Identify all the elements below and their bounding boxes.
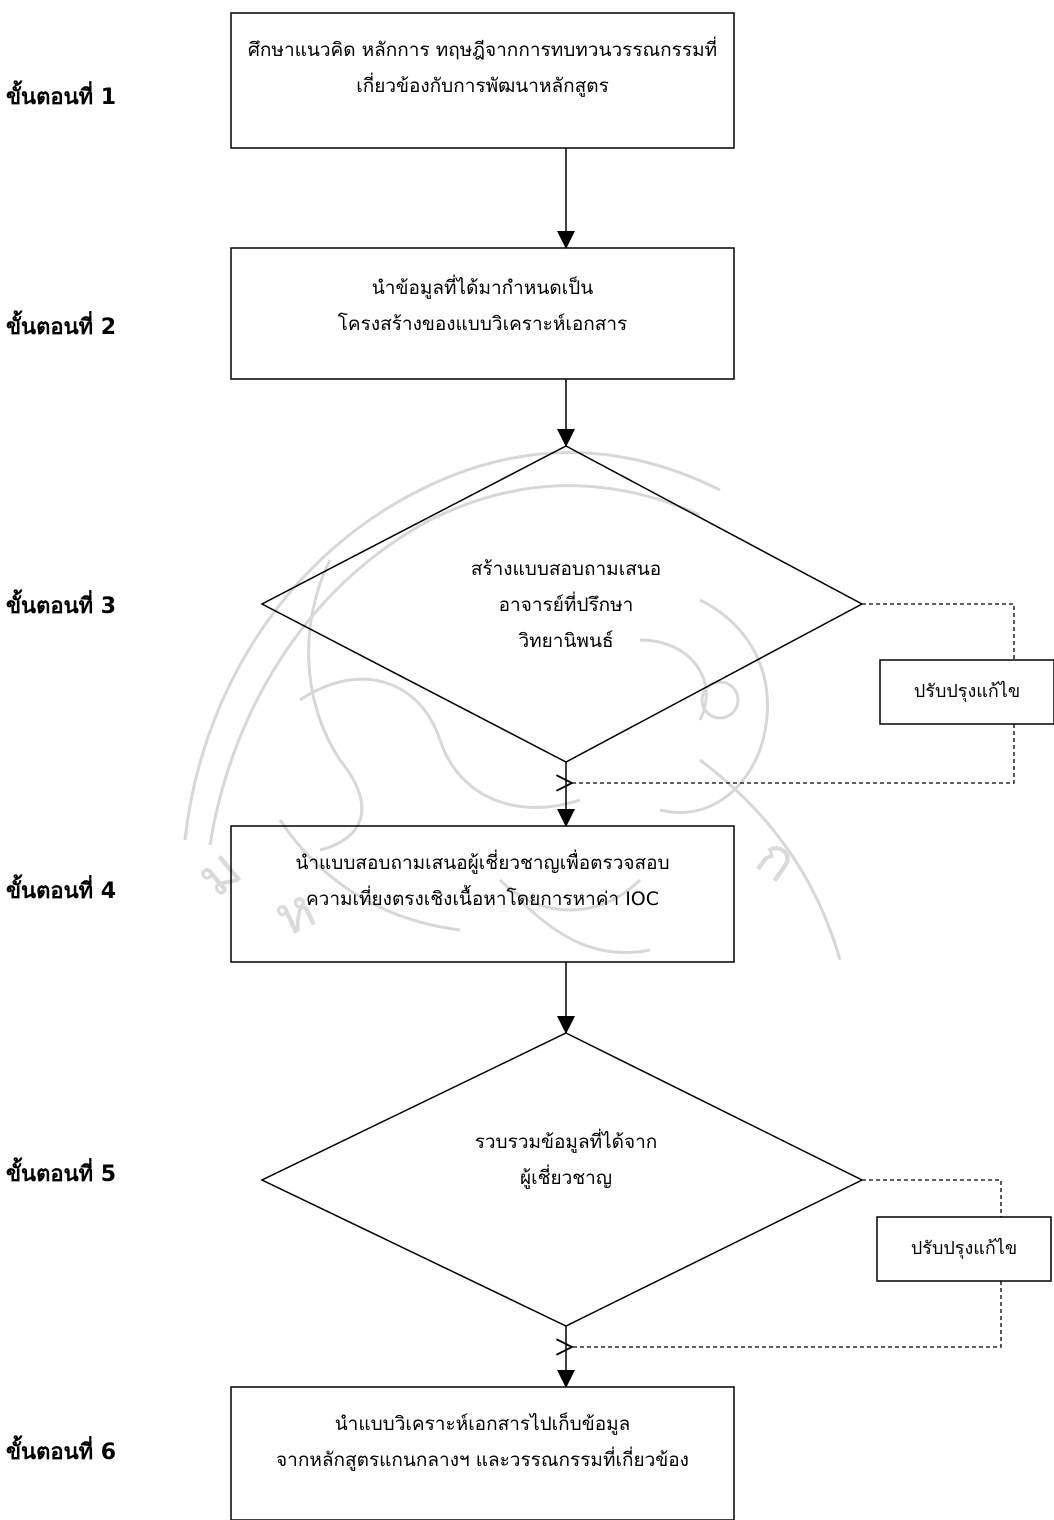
step-4-line-2: ความเที่ยงตรงเชิงเนื้อหาโดยการหาค่า IOC (305, 888, 660, 910)
feedback-loop-1-top (862, 603, 1015, 660)
step-6-line-2: จากหลักสูตรแกนกลางฯ และวรรณกรรมที่เกี่ยว… (276, 1449, 689, 1471)
step-1-line-2: เกี่ยวข้องกับการพัฒนาหลักสูตร (356, 75, 609, 97)
step-3-line-2: อาจารย์ที่ปรึกษา (498, 594, 634, 616)
step-5-line-2: ผู้เชี่ยวชาญ (519, 1167, 613, 1189)
step-2-label: ขั้นตอนที่ 2 (6, 315, 117, 340)
step-3-line-3: วิทยานิพนธ์ (518, 630, 614, 652)
feedback-loop-1-bottom (572, 724, 1015, 783)
revise-2-text: ปรับปรุงแก้ไข (910, 1238, 1018, 1259)
step-3-line-1: สร้างแบบสอบถามเสนอ (470, 558, 662, 580)
step-4-box (230, 825, 735, 963)
step-1-box (230, 12, 735, 149)
step-1-text: ศึกษาแนวคิด หลักการ ทฤษฎีจากการทบทวนวรรณ… (231, 13, 734, 123)
revise-box-1 (879, 659, 1054, 725)
step-4-line-1: นำแบบสอบถามเสนอผู้เชี่ยวชาญเพื่อตรวจสอบ (295, 852, 670, 874)
step-2-line-2: โครงสร้างของแบบวิเคราะห์เอกสาร (337, 312, 628, 335)
step-6-line-1: นำแบบวิเคราะห์เอกสารไปเก็บข้อมูล (334, 1413, 631, 1435)
step-4-label: ขั้นตอนที่ 4 (6, 879, 117, 904)
feedback-loop-2-bottom (572, 1281, 1002, 1347)
step-2-line-1: นำข้อมูลที่ได้มากำหนดเป็น (371, 276, 594, 299)
revise-1-text: ปรับปรุงแก้ไข (913, 681, 1021, 702)
step-2-text: นำข้อมูลที่ได้มากำหนดเป็น โครงสร้างของแบ… (231, 248, 734, 363)
step-6-box (230, 1386, 735, 1520)
feedback-loop-2-top (862, 1179, 1002, 1217)
revise-box-2 (876, 1216, 1052, 1282)
step-5-label: ขั้นตอนที่ 5 (6, 1162, 117, 1187)
step-6-text: นำแบบวิเคราะห์เอกสารไปเก็บข้อมูล จากหลัก… (231, 1387, 734, 1497)
step-5-line-1: รวบรวมข้อมูลที่ได้จาก (474, 1131, 658, 1153)
step-5-text: รวบรวมข้อมูลที่ได้จาก ผู้เชี่ยวชาญ (360, 1110, 772, 1210)
step-6-label: ขั้นตอนที่ 6 (6, 1440, 117, 1465)
svg-text:ก: ก (744, 823, 809, 896)
step-1-label: ขั้นตอนที่ 1 (6, 85, 117, 110)
step-2-box (230, 247, 735, 380)
step-4-text: นำแบบสอบถามเสนอผู้เชี่ยวชาญเพื่อตรวจสอบ … (231, 826, 734, 936)
step-3-label: ขั้นตอนที่ 3 (6, 594, 117, 619)
step-3-text: สร้างแบบสอบถามเสนอ อาจารย์ที่ปรึกษา วิทย… (360, 540, 772, 670)
step-1-line-1: ศึกษาแนวคิด หลักการ ทฤษฎีจากการทบทวนวรรณ… (247, 39, 718, 61)
